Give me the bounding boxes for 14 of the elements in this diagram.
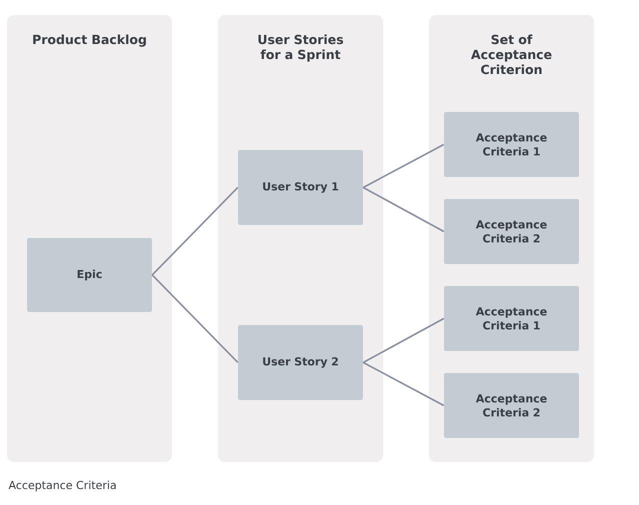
process-box: Acceptance Criteria 2 (444, 199, 579, 264)
process-box: Acceptance Criteria 1 (444, 112, 579, 177)
process-box: Epic (27, 238, 152, 312)
process-box: Acceptance Criteria 1 (444, 286, 579, 351)
connector-line (152, 274, 238, 364)
connector-line (152, 186, 238, 276)
connector-line (362, 362, 444, 406)
process-box: User Story 2 (238, 325, 363, 400)
process-box: User Story 1 (238, 150, 363, 225)
connector-line (362, 186, 444, 232)
connector-line (362, 318, 444, 364)
process-box: Acceptance Criteria 2 (444, 373, 579, 438)
connector-line (362, 144, 444, 188)
caption: Acceptance Criteria (8, 480, 116, 492)
